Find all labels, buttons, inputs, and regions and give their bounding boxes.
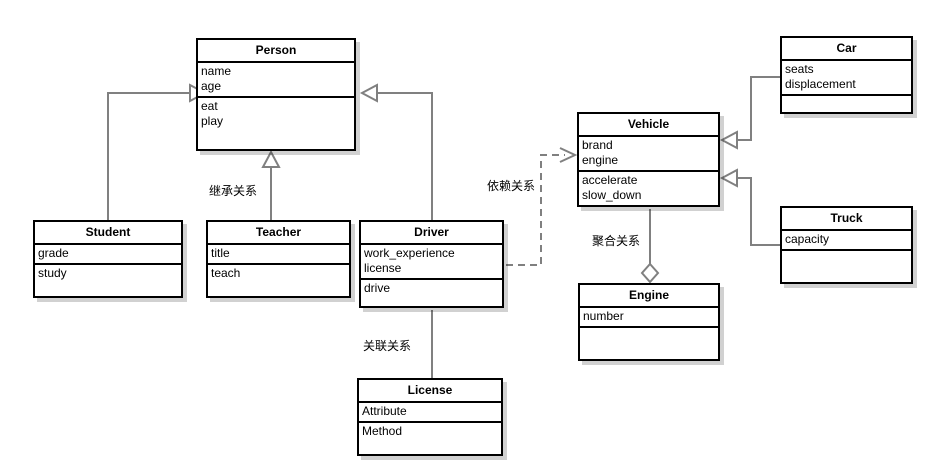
uml-attributes-engine: number xyxy=(580,308,718,328)
uml-method: eat xyxy=(201,99,218,113)
uml-methods-teacher: teach xyxy=(208,265,349,283)
edge-label-association: 关联关系 xyxy=(363,339,412,353)
edge-vehicle-engine[interactable] xyxy=(640,209,660,284)
uml-attributes-teacher: title xyxy=(208,245,349,265)
hollow-triangle-arrowhead xyxy=(261,149,281,168)
edge-label-inheritance: 继承关系 xyxy=(209,184,258,198)
uml-class-name-student: Student xyxy=(35,222,181,245)
uml-class-name-license: License xyxy=(359,380,501,403)
uml-methods-license: Method xyxy=(359,423,501,441)
uml-method: teach xyxy=(211,266,241,280)
uml-attribute: work_experience xyxy=(364,246,455,260)
uml-methods-engine xyxy=(580,328,718,331)
uml-method: study xyxy=(38,266,67,280)
hollow-triangle-arrowhead xyxy=(359,83,378,103)
uml-class-name-car: Car xyxy=(782,38,911,61)
edge-driver-person[interactable] xyxy=(359,83,433,220)
open-arrowhead xyxy=(559,147,578,163)
uml-methods-truck xyxy=(782,251,911,254)
uml-methods-student: study xyxy=(35,265,181,283)
edge-driver-vehicle[interactable] xyxy=(506,147,578,266)
uml-attribute: capacity xyxy=(785,232,830,246)
uml-attribute: Attribute xyxy=(362,404,407,418)
edge-label-aggregation: 聚合关系 xyxy=(592,234,641,248)
uml-class-name-engine: Engine xyxy=(580,285,718,308)
uml-attribute: name xyxy=(201,64,232,78)
uml-method: slow_down xyxy=(582,188,642,202)
uml-class-name-vehicle: Vehicle xyxy=(579,114,718,137)
edge-student-person[interactable] xyxy=(107,83,208,220)
uml-methods-car xyxy=(782,96,911,99)
uml-attribute: brand xyxy=(582,138,613,152)
uml-attribute: grade xyxy=(38,246,69,260)
uml-attribute: engine xyxy=(582,153,619,167)
edge-teacher-person[interactable] xyxy=(261,149,281,220)
uml-method: Method xyxy=(362,424,403,438)
uml-method: accelerate xyxy=(582,173,638,187)
edge-truck-vehicle[interactable] xyxy=(719,168,780,246)
uml-class-name-teacher: Teacher xyxy=(208,222,349,245)
edge-car-vehicle[interactable] xyxy=(719,76,780,150)
uml-attribute: age xyxy=(201,79,222,93)
uml-attributes-truck: capacity xyxy=(782,231,911,251)
hollow-triangle-arrowhead xyxy=(719,168,738,188)
uml-method: drive xyxy=(364,281,391,295)
hollow-triangle-arrowhead xyxy=(719,130,738,150)
uml-attribute: displacement xyxy=(785,77,856,91)
uml-attributes-student: grade xyxy=(35,245,181,265)
uml-method: play xyxy=(201,114,224,128)
uml-class-name-truck: Truck xyxy=(782,208,911,231)
uml-methods-driver: drive xyxy=(361,280,502,298)
uml-attribute: seats xyxy=(785,62,814,76)
hollow-diamond-arrowhead xyxy=(640,262,660,284)
uml-attribute: title xyxy=(211,246,230,260)
uml-attribute: license xyxy=(364,261,402,275)
uml-class-name-person: Person xyxy=(198,40,354,63)
uml-attributes-license: Attribute xyxy=(359,403,501,423)
uml-attribute: number xyxy=(583,309,624,323)
uml-class-name-driver: Driver xyxy=(361,222,502,245)
edge-label-dependency: 依赖关系 xyxy=(487,179,536,193)
